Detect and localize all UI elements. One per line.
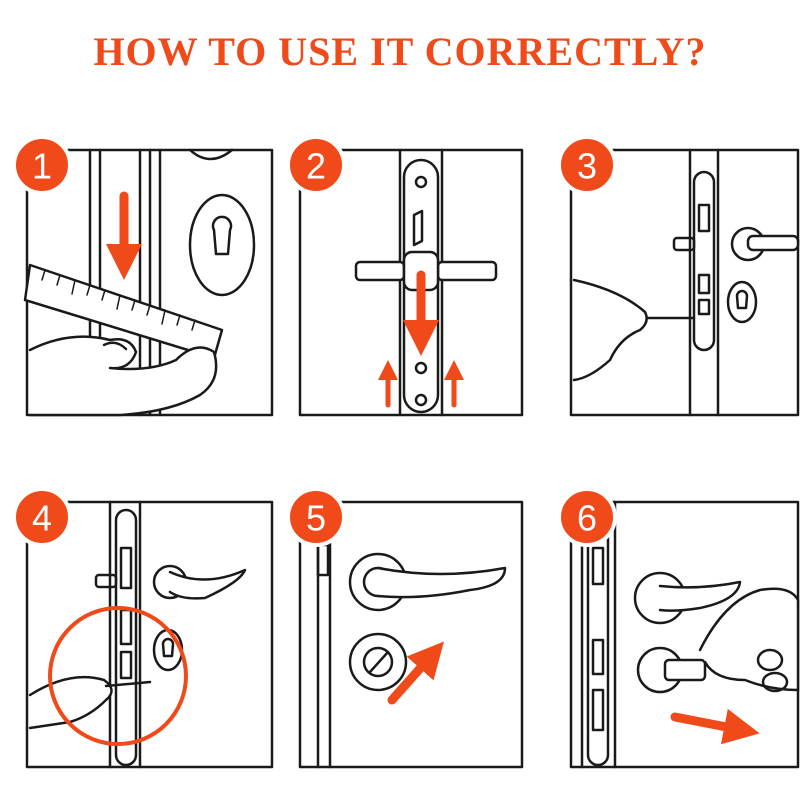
step-5-arrow-icon [387,641,444,705]
step-4-badge [12,487,72,547]
step-2-badge [286,135,346,195]
step-2-illustration-icon [354,148,498,417]
step-2-frame [298,148,524,417]
step-4-frame [25,500,274,769]
page-title: HOW TO USE IT CORRECTLY? [93,29,707,74]
step-6-number: 6 [577,498,597,539]
step-1-number: 1 [32,146,52,187]
step-4-panel: 4 [12,487,274,769]
step-3-illustration-icon [572,148,800,417]
step-6-illustration-icon [580,500,800,769]
step-4-number: 4 [32,498,52,539]
step-3-number: 3 [577,146,597,187]
step-1-panel: 1 [12,135,274,417]
step-1-illustration-icon [23,148,256,417]
step-5-frame [298,500,524,769]
step-4-illustration-icon [28,500,247,769]
step-6-panel: 6 [557,487,800,769]
step-1-badge [12,135,72,195]
step-5-number: 5 [306,498,326,539]
step-3-badge [557,135,617,195]
step-5-illustration-icon [316,500,507,769]
step-6-badge [557,487,617,547]
step-2-panel: 2 [286,135,524,417]
step-5-badge [286,487,346,547]
step-6-arrow-icon [670,708,760,745]
step-3-panel: 3 [557,135,800,417]
step-3-frame [569,148,800,417]
step-4-magnifier-icon [48,606,188,746]
step-5-panel: 5 [286,487,524,769]
step-2-number: 2 [306,146,326,187]
